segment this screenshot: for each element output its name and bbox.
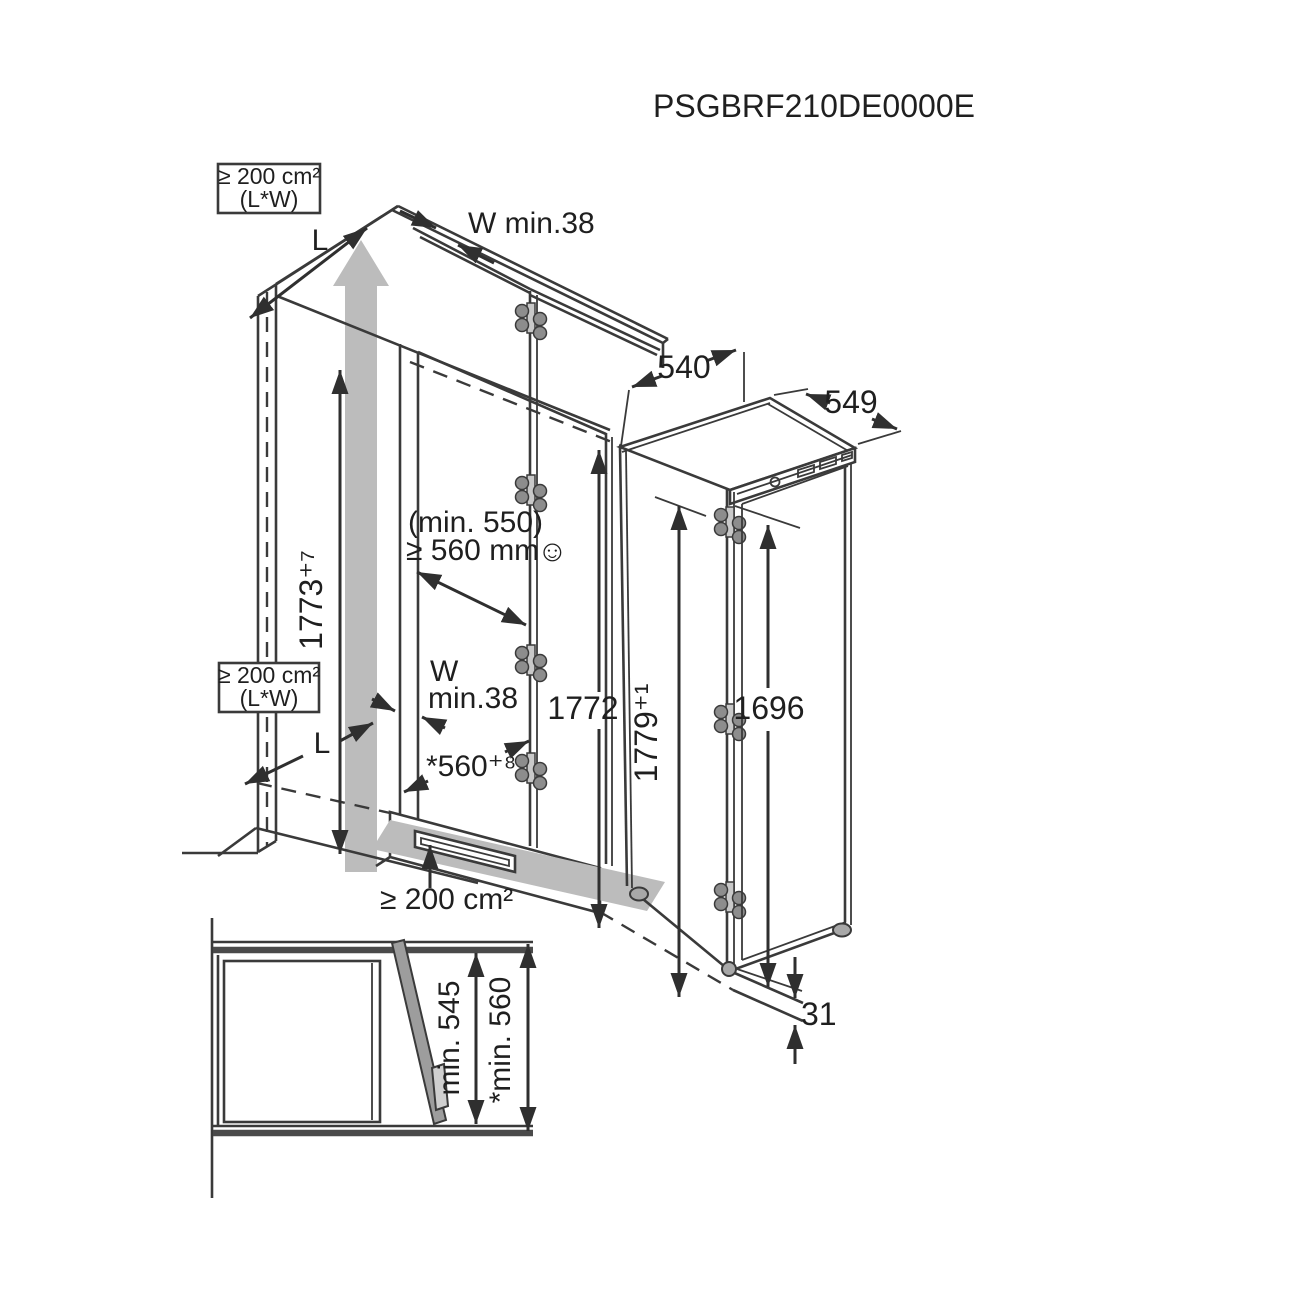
appliance-foot (832, 922, 852, 938)
depth-note-2: ≥ 560 mm (406, 534, 539, 567)
plan-door-handle-icon (430, 1062, 450, 1112)
plan-view-drawing: min. 545 *min. 560 (210, 918, 537, 1198)
bottom-gap-label: 31 (801, 996, 837, 1032)
appliance-foot (721, 961, 737, 977)
appliance-foot (629, 886, 649, 902)
depth-note-1: (min. 550) (408, 506, 543, 539)
hinge-icon (713, 506, 747, 545)
niche-interior-height-label: 1773⁺⁷ (293, 550, 329, 650)
page-title: PSGBRF210DE0000E (653, 88, 975, 124)
wall-width-top-label: W min.38 (468, 207, 595, 240)
vent-top-line2: (L*W) (240, 186, 299, 212)
appliance-drawing (616, 396, 859, 1023)
wall-width-mid-line1: W (430, 655, 459, 688)
smiley-icon: ☺ (537, 535, 568, 568)
length-label-top: L (312, 224, 329, 257)
appliance-height-label: 1779⁺¹ (628, 684, 664, 783)
top-width-label: 549 (824, 384, 877, 420)
wall-width-mid-line2: min.38 (428, 682, 518, 715)
door-height-label: 1696 (733, 690, 804, 726)
dimension-annotations: ≥ 200 cm² (L*W) L W min.38 540 549 (min.… (216, 162, 902, 1064)
niche-drawing (182, 204, 734, 992)
plan-depth-wall-label: *min. 560 (484, 977, 517, 1104)
top-depth-label: 540 (657, 349, 710, 385)
vent-area-side-label: ≥ 200 cm² (L*W) (217, 661, 320, 714)
base-depth-label: *560⁺⁸ (426, 750, 516, 783)
length-label-bottom: L (314, 727, 331, 760)
vent-top-line1: ≥ 200 cm² (218, 163, 320, 189)
niche-interior-height-alt-label: 1772 (547, 690, 618, 726)
plan-depth-label: min. 545 (433, 980, 466, 1095)
hinge-icon (713, 881, 747, 920)
vent-side-line1: ≥ 200 cm² (218, 662, 320, 688)
vent-area-top-label: ≥ 200 cm² (L*W) (216, 162, 322, 215)
bottom-vent-label: ≥ 200 cm² (380, 883, 513, 916)
vent-side-line2: (L*W) (240, 685, 299, 711)
